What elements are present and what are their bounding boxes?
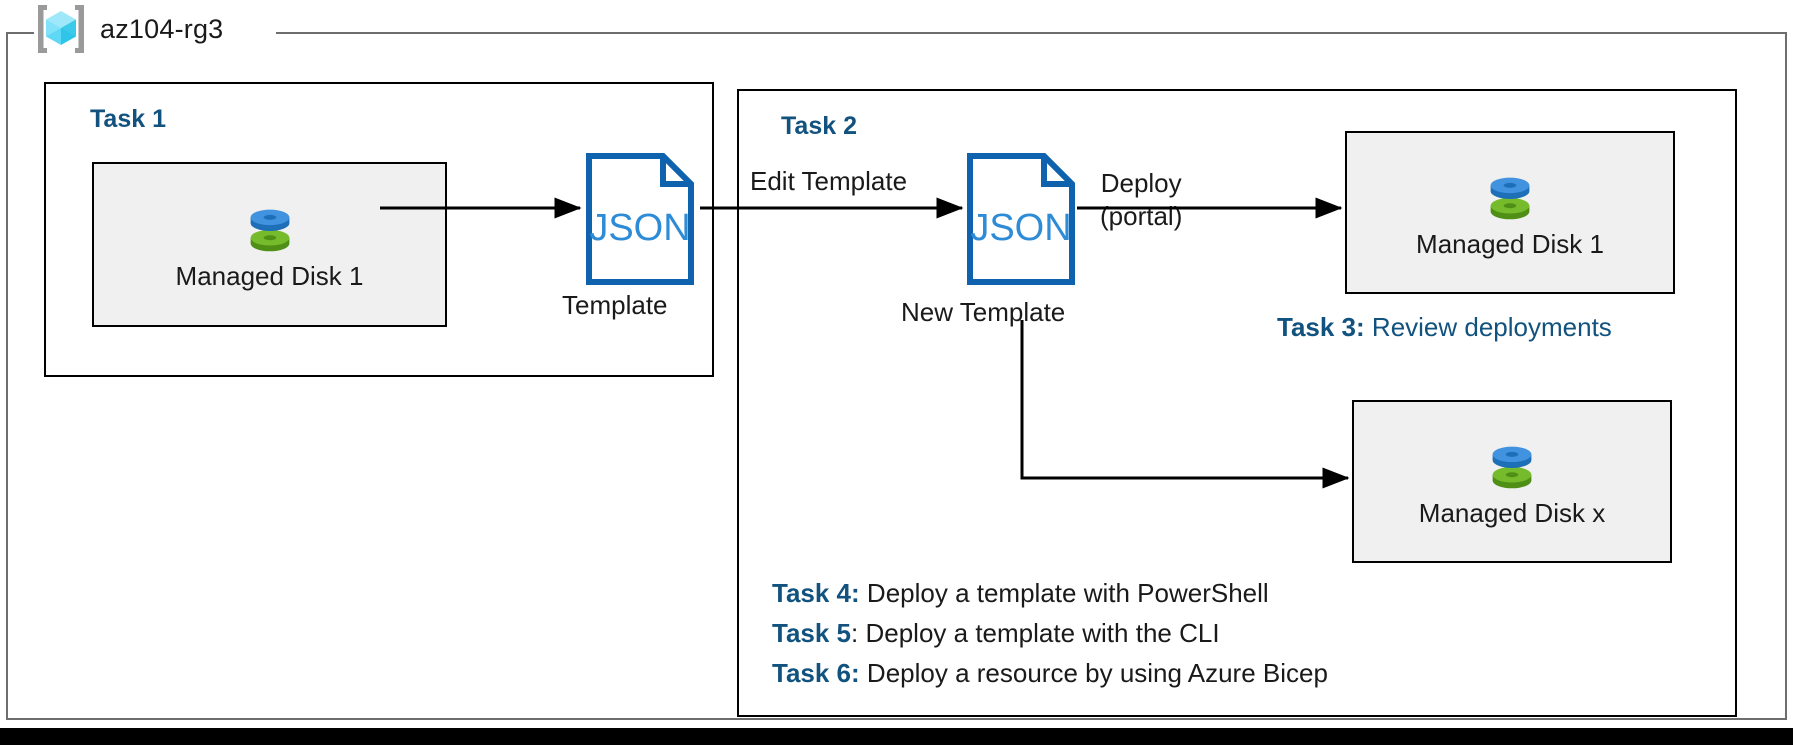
task-1-box <box>44 82 714 377</box>
task-4-tag: Task 4: <box>772 578 860 608</box>
json-file-icon-new-template: JSON <box>966 152 1076 286</box>
managed-disk-1-card-deployed: Managed Disk 1 <box>1345 131 1675 294</box>
task-2-box <box>737 89 1737 717</box>
task-3-tag: Task 3: <box>1277 312 1365 342</box>
managed-disk-1-card-source: Managed Disk 1 <box>92 162 447 327</box>
template-caption: Template <box>562 290 668 320</box>
task-4-body: Deploy a template with PowerShell <box>859 578 1269 608</box>
task-6-tag: Task 6: <box>772 658 860 688</box>
svg-text:JSON: JSON <box>970 207 1071 249</box>
managed-disk-x-label: Managed Disk x <box>1418 498 1606 529</box>
task-3-note: Task 3: Review deployments <box>1277 314 1612 340</box>
managed-disk-icon <box>1481 435 1543 499</box>
resource-group-name: az104-rg3 <box>100 13 224 44</box>
json-file-icon-template: JSON <box>585 152 695 286</box>
bottom-black-strip <box>0 728 1793 745</box>
deploy-arrow-label-line1: Deploy <box>1100 168 1182 198</box>
deploy-arrow-label: Deploy (portal) <box>1100 167 1182 232</box>
resource-group-label: az104-rg3 <box>34 2 232 56</box>
deploy-arrow-label-line2: (portal) <box>1100 200 1183 231</box>
svg-text:JSON: JSON <box>589 207 690 249</box>
task-5-body: Deploy a template with the CLI <box>858 618 1220 648</box>
azure-resource-group-icon <box>34 2 88 56</box>
task-4-note: Task 4: Deploy a template with PowerShel… <box>772 580 1269 606</box>
task-6-body: Deploy a resource by using Azure Bicep <box>859 658 1328 688</box>
task-5-colon: : <box>851 618 859 648</box>
task-5-tag: Task 5 <box>772 618 852 648</box>
managed-disk-1-source-label: Managed Disk 1 <box>175 261 364 292</box>
managed-disk-icon <box>239 198 301 262</box>
edit-template-arrow-label: Edit Template <box>750 166 908 196</box>
task-2-heading: Task 2 <box>781 112 857 140</box>
new-template-caption: New Template <box>901 297 1066 327</box>
managed-disk-1-deployed-label: Managed Disk 1 <box>1416 229 1604 260</box>
resource-group-top-border-left <box>6 32 34 34</box>
resource-group-container <box>6 32 1787 720</box>
resource-group-top-border-right <box>276 32 1787 34</box>
task-1-heading: Task 1 <box>90 105 166 133</box>
task-3-body: Review deployments <box>1364 312 1612 342</box>
task-6-note: Task 6: Deploy a resource by using Azure… <box>772 660 1328 686</box>
managed-disk-x-card: Managed Disk x <box>1352 400 1672 563</box>
managed-disk-icon <box>1479 166 1541 230</box>
task-5-note: Task 5: Deploy a template with the CLI <box>772 620 1220 646</box>
